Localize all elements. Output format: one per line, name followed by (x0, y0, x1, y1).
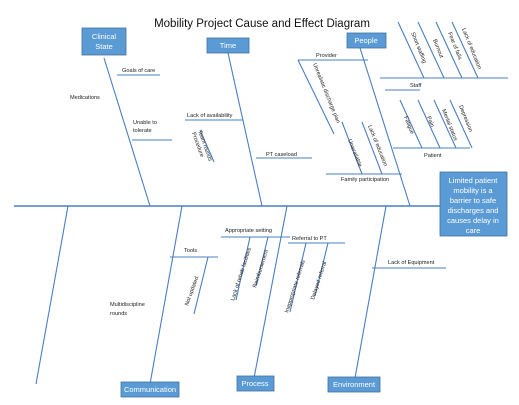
pain-branch (417, 99, 441, 149)
environment-label: Environment (333, 380, 376, 389)
inappropriate-referrals-branch (289, 242, 307, 313)
cause-lack-of-rehab-facilities: Lack of rehab facilities (230, 247, 253, 302)
clinical-state-box: Clinical State (81, 27, 127, 56)
process-bone (253, 205, 288, 379)
cause-burnout: Burnout (431, 39, 444, 60)
burnout-branch (417, 21, 445, 79)
cause-fear-of-falls: Fear of falls (446, 32, 463, 62)
people-box: People (346, 32, 387, 49)
communication-box: Communication (120, 381, 180, 398)
environment-bone (354, 205, 387, 379)
cause-lack-of-equipment: Lack of Equipment (388, 260, 435, 266)
effect-line4: discharges and (448, 206, 499, 215)
clinical-state-label-line2: State (95, 42, 113, 51)
delayed-referral-branch (314, 242, 329, 297)
effect-line5: causes delay in (447, 216, 499, 225)
cause-family-participation: Family participation (341, 177, 389, 183)
process-box: Process (236, 375, 275, 392)
time-box: Time (206, 37, 250, 54)
cause-tools: Tools (184, 248, 197, 254)
cause-fatigue: Fatigue (402, 116, 415, 136)
environment-box: Environment (327, 376, 381, 393)
cause-provider: Provider (316, 53, 337, 59)
cause-unable-to-tolerate-line1: Unable to (133, 120, 157, 126)
effect-box: Limited patient mobility is a barrier to… (439, 171, 508, 237)
lack-of-rehab-branch (235, 236, 251, 301)
clinical-state-label-line1: Clinical (92, 32, 117, 41)
cause-patient: Patient (424, 153, 442, 159)
cause-multidiscipline-line1: Multidiscipline (110, 302, 145, 308)
clinical-state-bone (103, 57, 151, 207)
cause-appropriate-setting: Appropriate setting (225, 228, 272, 234)
cause-referral-to-pt: Referral to PT (292, 236, 327, 242)
communication-label: Communication (124, 385, 176, 394)
fear-of-falls-branch (435, 21, 463, 79)
diagram-title: Mobility Project Cause and Effect Diagra… (154, 18, 370, 30)
lack-of-education-family-branch (361, 121, 383, 175)
people-label: People (354, 36, 377, 45)
team-rounds-branch (199, 129, 215, 163)
short-staffing-branch (397, 21, 425, 79)
effect-line2: mobility is a (453, 186, 493, 195)
depression-branch (449, 99, 473, 149)
cause-staff: Staff (410, 83, 422, 89)
cause-mental-status: Mental status (440, 109, 458, 142)
cause-pain: Pain (425, 116, 435, 129)
not-updated-branch (193, 256, 209, 315)
time-label: Time (220, 41, 236, 50)
cause-goals-of-care: Goals of care (122, 68, 155, 74)
cause-unable-to-tolerate-line2: tolerate (133, 128, 152, 134)
cause-medications: Medications (70, 95, 100, 101)
people-bone (359, 47, 411, 207)
time-bone (227, 52, 263, 207)
cause-lack-of-availability: Lack of availability (187, 113, 233, 119)
unlabeled-bone (35, 205, 69, 385)
reimbursement-branch (255, 236, 269, 287)
cause-not-updated: Not updated (184, 276, 200, 307)
cause-unrealistic-discharge-plan: Unrealistic discharge plan (311, 63, 341, 125)
cause-depression: Depression (457, 105, 473, 133)
effect-line1: Limited patient (449, 176, 499, 185)
cause-multidiscipline-line2: rounds (110, 311, 127, 317)
cause-delayed-referral: Delayed referral (310, 261, 328, 301)
unavailable-branch (341, 121, 363, 175)
cause-reimbursement: Reimbursement (252, 249, 270, 289)
mental-status-branch (433, 99, 457, 149)
cause-unavailable: Unavailable (346, 139, 363, 168)
process-label: Process (241, 379, 268, 388)
effect-line3: barrier to safe (450, 196, 496, 205)
fatigue-branch (399, 99, 423, 149)
cause-inappropriate-referrals: Inappropriate referrals (284, 259, 307, 313)
lack-of-education-staff-branch (451, 21, 479, 79)
communication-bone (149, 205, 183, 385)
cause-pt-caseload: PT caseload (266, 152, 297, 158)
unrealistic-discharge-branch (297, 59, 335, 135)
effect-line6: care (466, 226, 481, 235)
